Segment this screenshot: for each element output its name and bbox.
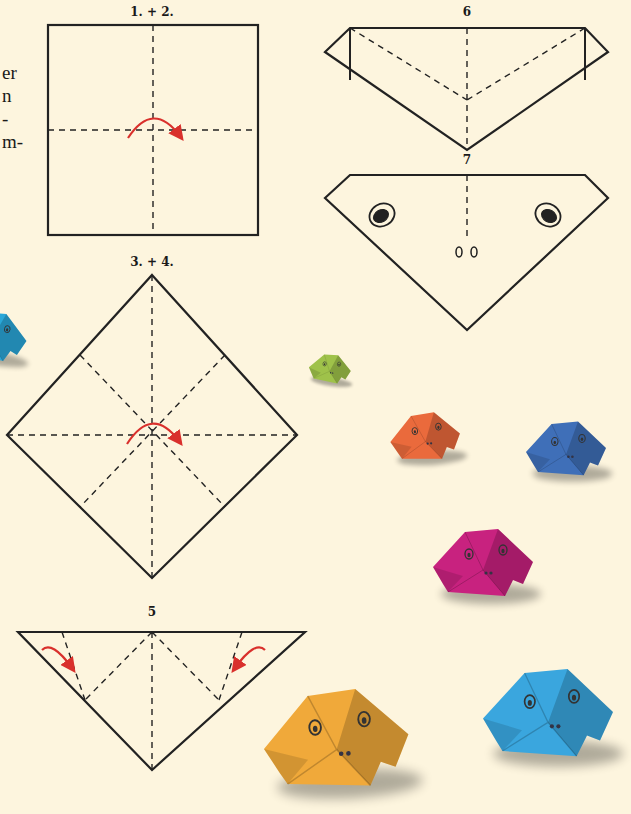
step-number: 1. + 2. [130,5,173,19]
cut-off-text: - [2,108,8,130]
cut-off-text: m- [2,131,23,153]
step-number: 6 [463,5,471,19]
step-number: 7 [463,153,471,167]
origami-photos [0,306,623,802]
step-number: 3. + 4. [130,255,173,269]
triangle-step [18,632,305,770]
cut-off-text: n [2,85,12,107]
folded-step [325,28,608,150]
cut-off-text: er [2,62,17,84]
diamond-step [7,275,297,578]
step-number: 5 [148,605,156,619]
face-step [325,175,608,330]
square-step [48,25,258,235]
